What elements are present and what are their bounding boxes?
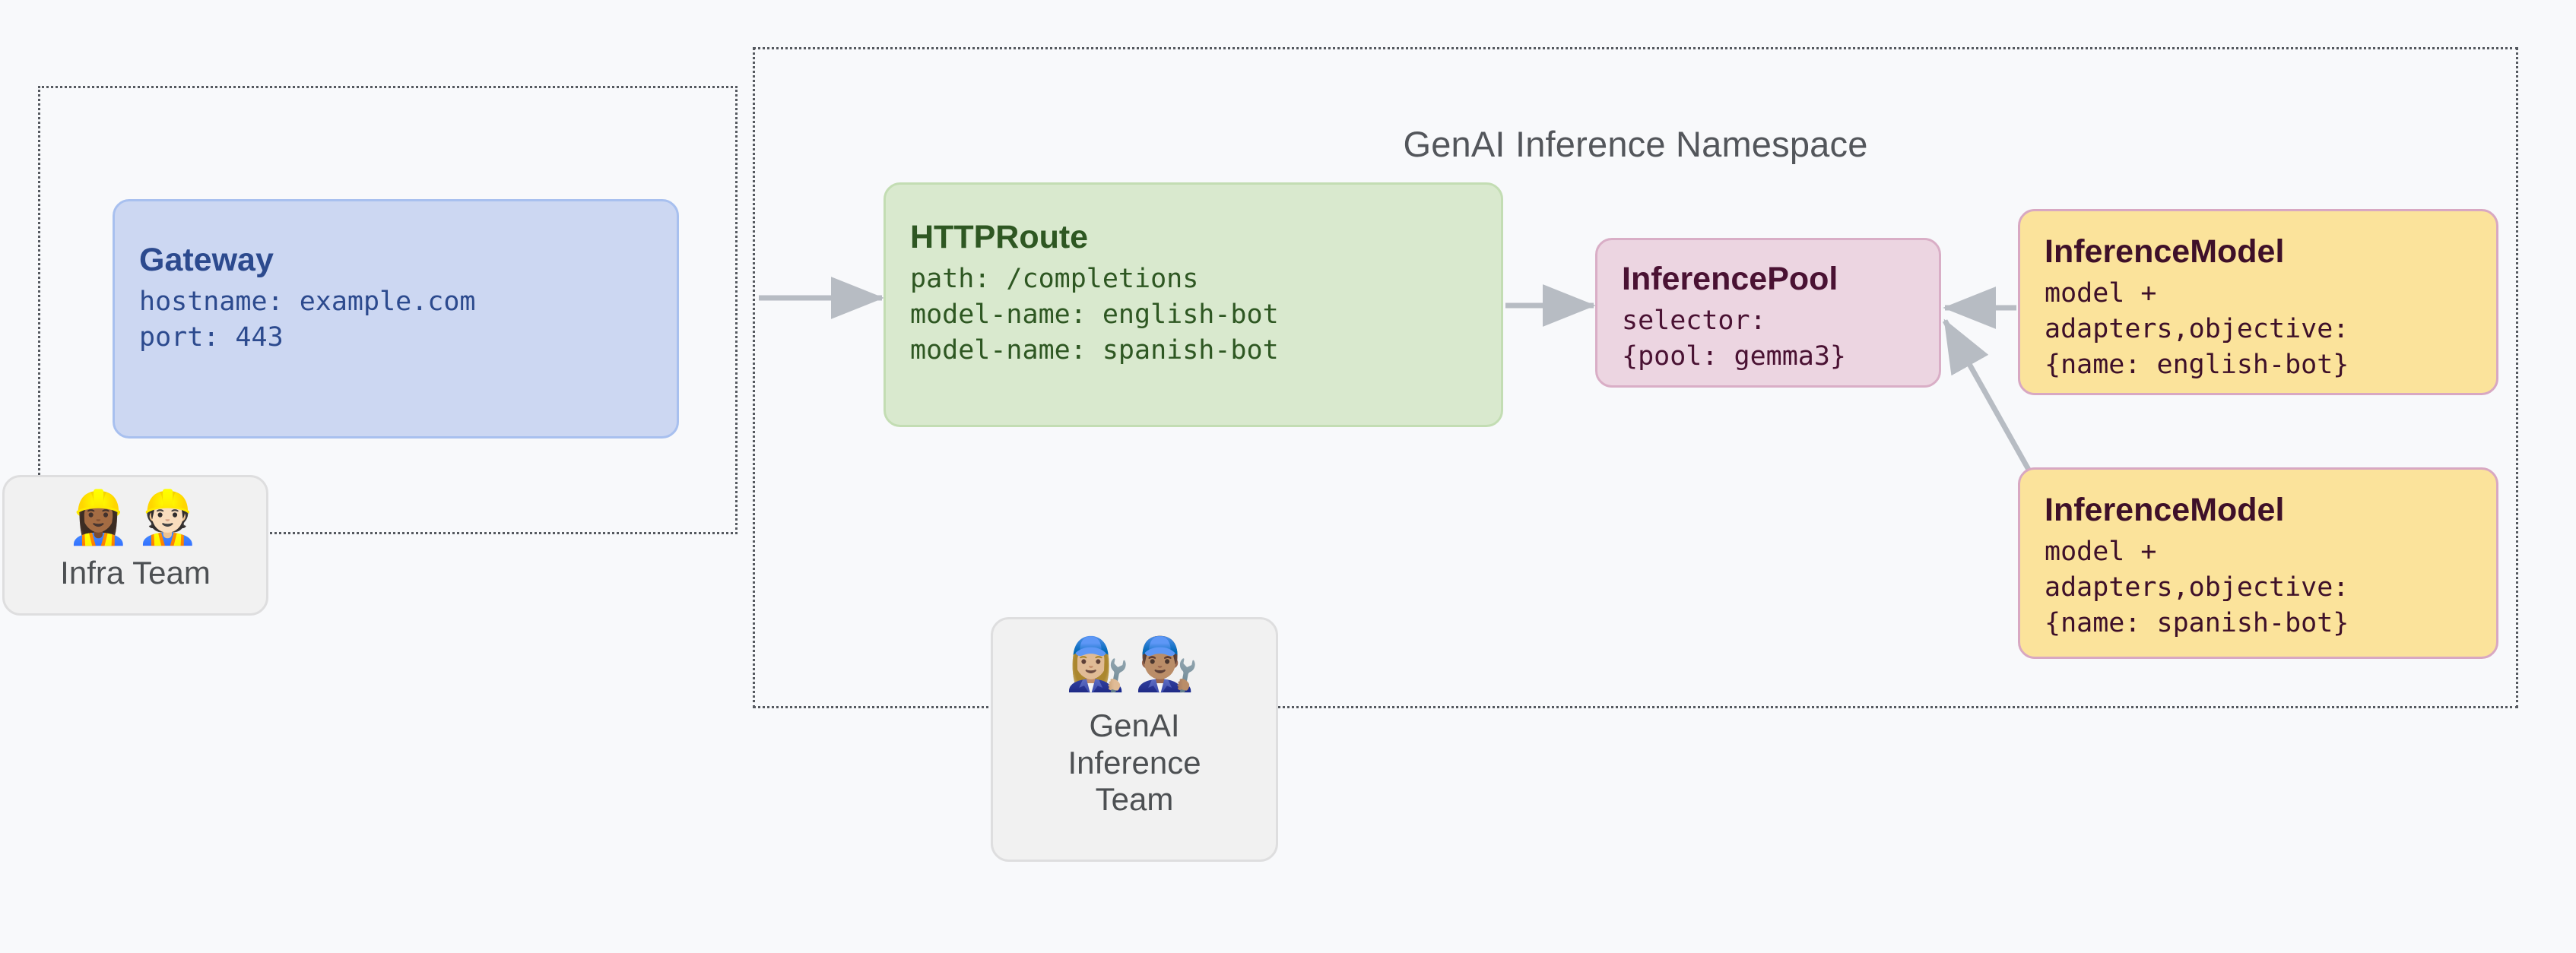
inferencepool-spec: selector: {pool: gemma3} [1622, 305, 1847, 372]
inferencepool-title: InferencePool [1622, 261, 1838, 297]
inferencemodel-spanish-spec: model + adapters,objective: {name: spani… [2045, 536, 2349, 638]
inferencemodel-spanish-box[interactable]: InferenceModel model + adapters,objectiv… [2018, 467, 2498, 659]
genai-inference-team-card[interactable]: 👩🏼‍🔧👨🏽‍🔧 GenAI Inference Team [991, 617, 1278, 862]
inferencemodel-spanish-title: InferenceModel [2045, 492, 2285, 528]
mechanic-icons: 👩🏼‍🔧👨🏽‍🔧 [1065, 635, 1204, 695]
inferencemodel-english-spec: model + adapters,objective: {name: engli… [2045, 277, 2349, 380]
namespace-genai-inference-title: GenAI Inference Namespace [1403, 124, 1868, 164]
genai-inference-team-label: GenAI Inference Team [1068, 708, 1201, 818]
gateway-box[interactable]: Gateway hostname: example.com port: 443 [113, 199, 679, 439]
inferencepool-box[interactable]: InferencePool selector: {pool: gemma3} [1595, 238, 1941, 388]
httproute-box[interactable]: HTTPRoute path: /completions model-name:… [884, 182, 1503, 427]
gateway-spec: hostname: example.com port: 443 [139, 286, 476, 353]
infra-team-label: Infra Team [60, 555, 211, 590]
namespace-genai-inference: GenAI Inference Namespace [753, 47, 2518, 708]
construction-worker-icons: 👷🏾‍♀️👷🏻 [66, 488, 205, 548]
inferencemodel-english-box[interactable]: InferenceModel model + adapters,objectiv… [2018, 209, 2498, 395]
httproute-spec: path: /completions model-name: english-b… [910, 263, 1279, 366]
httproute-title: HTTPRoute [910, 219, 1089, 255]
gateway-title: Gateway [139, 242, 274, 278]
infra-team-card[interactable]: 👷🏾‍♀️👷🏻 Infra Team [2, 475, 268, 616]
inferencemodel-english-title: InferenceModel [2045, 233, 2285, 270]
